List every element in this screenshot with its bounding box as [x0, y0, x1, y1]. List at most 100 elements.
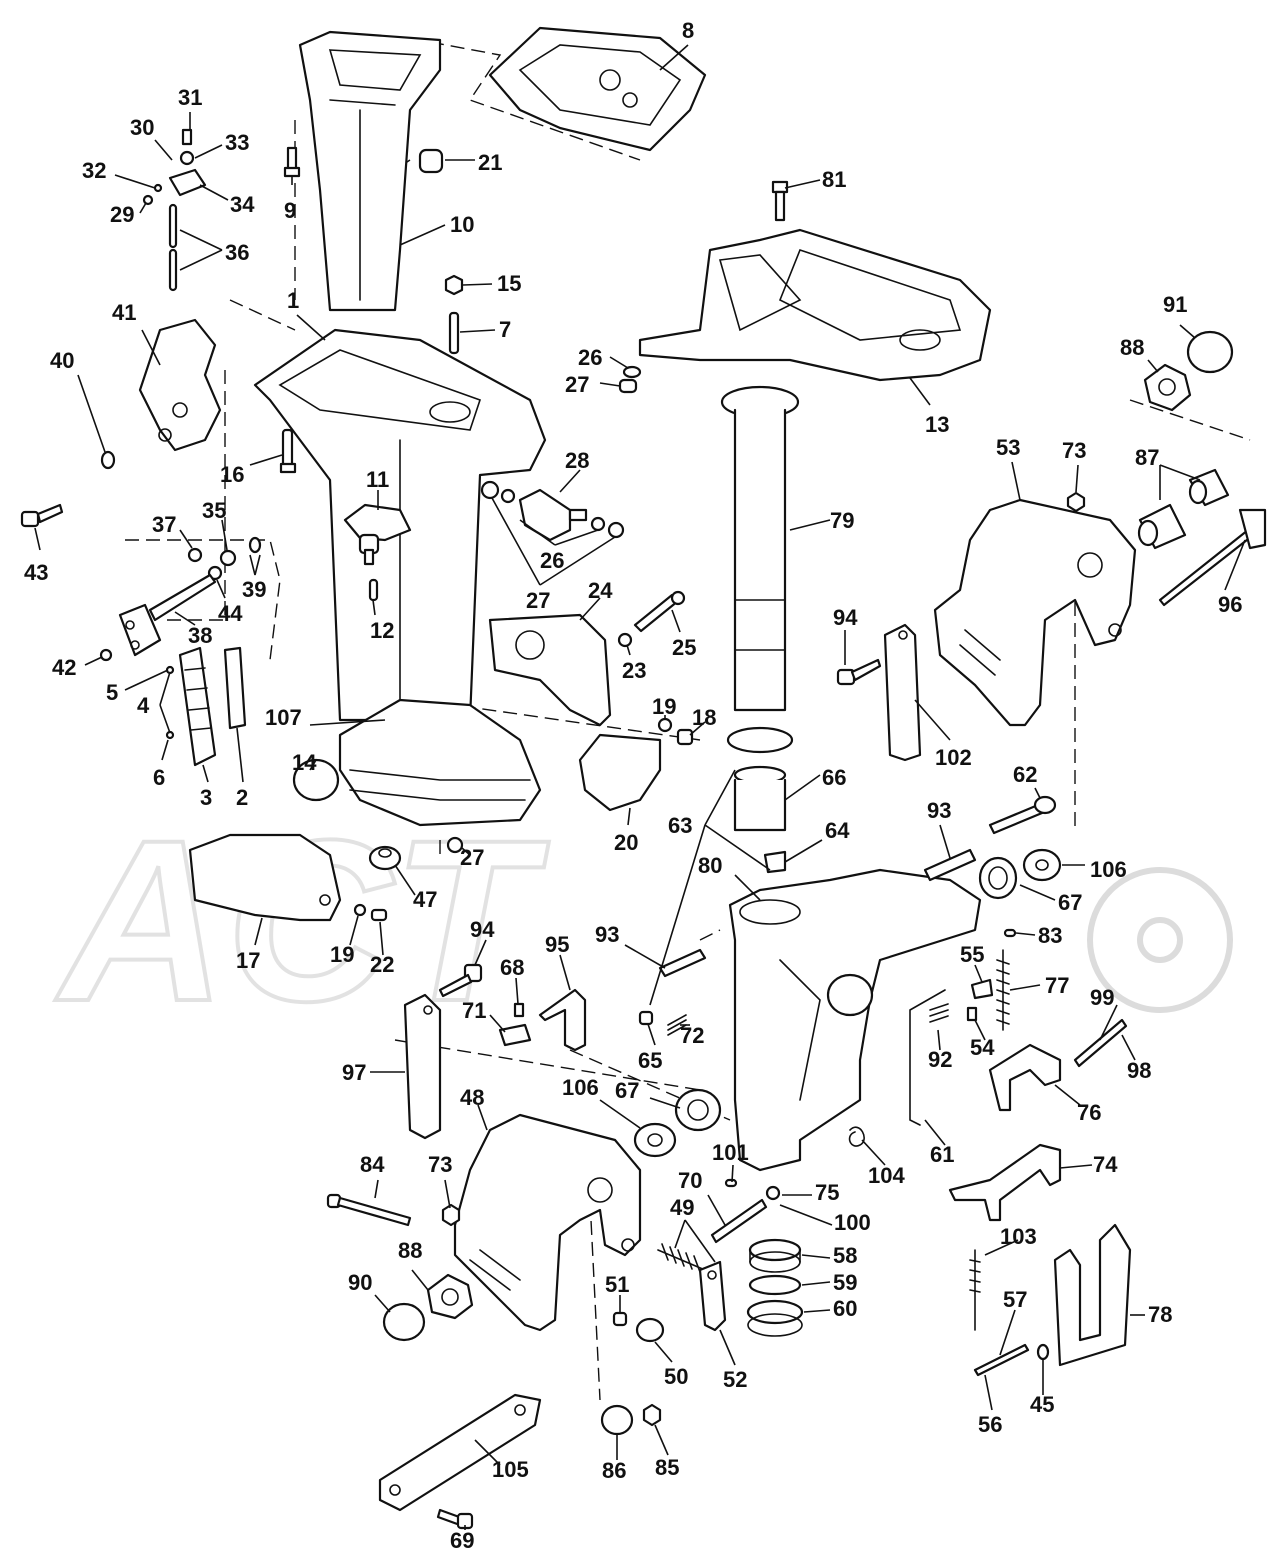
callout-label: 102: [935, 745, 972, 770]
callout-label: 15: [497, 271, 521, 296]
part-70-pin: [710, 1198, 768, 1244]
part-71-plate: [498, 1023, 532, 1047]
callout-label: 98: [1127, 1058, 1151, 1083]
watermark-wheel: [1087, 867, 1233, 1013]
callout-label: 94: [470, 917, 495, 942]
part-79-steering-tube: [720, 385, 800, 712]
part-102-link: [883, 623, 922, 762]
callout-label: 18: [692, 705, 716, 730]
callout-label: 96: [1218, 592, 1242, 617]
part-25-bolt: [633, 590, 686, 633]
callout-label: 68: [500, 955, 524, 980]
callout-label: 8: [682, 18, 694, 43]
part-13-swivel-cover: [638, 228, 992, 382]
callout-label: 22: [370, 952, 394, 977]
callout-label: 53: [996, 435, 1020, 460]
part-45-washer: [1036, 1343, 1050, 1361]
part-72-spring: [667, 1014, 687, 1036]
part-106-washer-upper: [1022, 848, 1062, 882]
callout-label: 105: [492, 1457, 529, 1482]
callout-label: 28: [565, 448, 589, 473]
part-60-bushing: [746, 1299, 804, 1337]
callout-label: 50: [664, 1364, 688, 1389]
callout-label: 87: [1135, 445, 1159, 470]
callout-label: 62: [1013, 762, 1037, 787]
callout-label: 72: [680, 1023, 704, 1048]
callout-label: 78: [1148, 1302, 1172, 1327]
part-5-6-screws: [165, 665, 175, 740]
part-34-clamp: [142, 128, 207, 206]
callout-label: 90: [348, 1270, 372, 1295]
callout-label: 52: [723, 1367, 747, 1392]
callout-label: 71: [462, 998, 486, 1023]
callout-label: 67: [615, 1078, 639, 1103]
part-65-screw: [638, 1010, 654, 1026]
part-40-washer: [100, 450, 116, 470]
callout-label: 88: [398, 1238, 422, 1263]
callout-label: 35: [202, 498, 226, 523]
callout-label: 41: [112, 300, 136, 325]
callout-label: 79: [830, 508, 854, 533]
callout-label: 24: [588, 578, 613, 603]
callout-label: 19: [330, 942, 354, 967]
callout-label: 49: [670, 1195, 694, 1220]
part-86-disc: [600, 1404, 634, 1436]
part-41-bracket: [138, 318, 222, 452]
part-47-bushing: [368, 845, 402, 871]
callout-label: 25: [672, 635, 696, 660]
part-28-mount: [480, 480, 625, 542]
callout-label: 63: [668, 813, 692, 838]
callout-label: 70: [678, 1168, 702, 1193]
part-77-spring: [996, 949, 1010, 1031]
callout-label: 32: [82, 158, 106, 183]
callout-label: 88: [1120, 335, 1144, 360]
callout-label: 27: [460, 845, 484, 870]
part-17-cover: [188, 833, 342, 922]
callout-label: 67: [1058, 890, 1082, 915]
callout-label: 36: [225, 240, 249, 265]
part-92-spring: [929, 1003, 949, 1023]
part-75-nut: [765, 1185, 781, 1201]
watermark-wheel-hub: [1137, 917, 1183, 963]
part-24-lower-mount: [488, 613, 612, 727]
callout-label: 16: [220, 462, 244, 487]
part-7-stud: [448, 311, 460, 355]
callout-label: 93: [927, 798, 951, 823]
part-94-bolt-lower: [438, 963, 483, 998]
callout-label: 3: [200, 785, 212, 810]
callout-label: 86: [602, 1458, 626, 1483]
part-96-rod: [1158, 508, 1267, 607]
callout-label: 5: [106, 680, 118, 705]
callout-label: 27: [565, 372, 589, 397]
part-18-screw: [676, 728, 694, 746]
part-12-screw: [368, 578, 379, 602]
callout-label: 77: [1045, 973, 1069, 998]
callout-label: 57: [1003, 1287, 1027, 1312]
part-62-pin: [988, 795, 1057, 835]
callout-label: 58: [833, 1243, 857, 1268]
part-21-grommet: [418, 148, 444, 174]
callout-label: 17: [236, 948, 260, 973]
callout-label: 101: [712, 1140, 749, 1165]
watermark: ACT: [53, 790, 1233, 1051]
callout-label: 39: [242, 577, 266, 602]
callout-label: 59: [833, 1270, 857, 1295]
callout-label: 66: [822, 765, 846, 790]
part-76-bracket: [988, 1043, 1062, 1112]
part-37-nut: [187, 547, 203, 563]
callout-label: 69: [450, 1528, 474, 1553]
callout-label: 4: [137, 693, 150, 718]
callout-label: 97: [342, 1060, 366, 1085]
callout-label: 26: [578, 345, 602, 370]
part-101-pin: [724, 1178, 738, 1188]
part-9-screw: [283, 146, 301, 178]
part-53-clamp-bracket: [933, 498, 1137, 727]
callout-label: 103: [1000, 1224, 1037, 1249]
part-35-washer: [219, 549, 237, 567]
callout-label: 83: [1038, 923, 1062, 948]
callout-label: 40: [50, 348, 74, 373]
part-85-nut: [642, 1403, 662, 1427]
part-26-washer-upper: [622, 365, 642, 379]
part-104-clip: [848, 1126, 865, 1147]
part-20-plate: [578, 733, 662, 812]
